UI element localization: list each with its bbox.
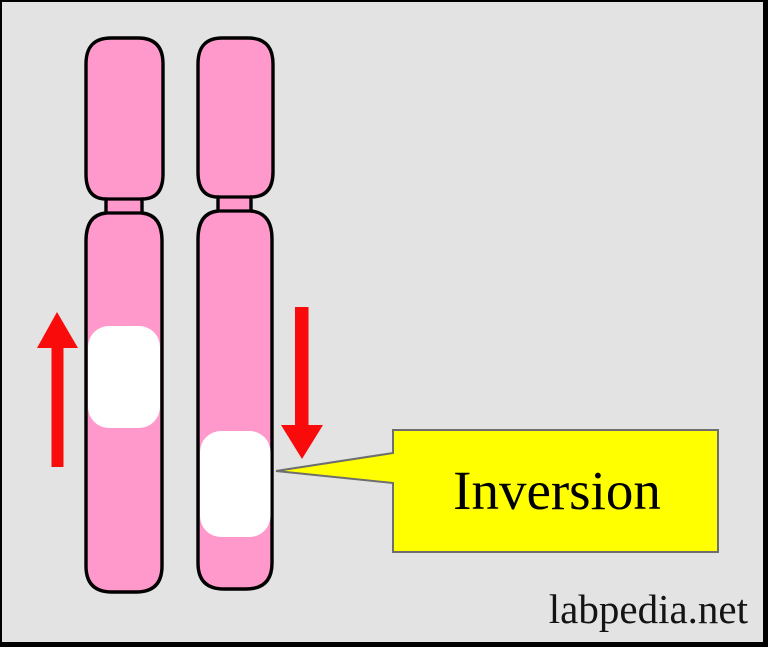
- inversion-callout: Inversion: [275, 429, 719, 553]
- right-chromosome: [196, 36, 275, 591]
- frame-border-right: [763, 0, 768, 647]
- frame-border-bottom: [0, 642, 768, 647]
- frame-border-top: [0, 0, 768, 2]
- watermark-label: labpedia.net: [549, 586, 749, 632]
- up-arrow-icon: [37, 312, 78, 467]
- left-chromosome-band: [88, 326, 160, 428]
- callout-label: Inversion: [453, 460, 661, 521]
- down-arrow-icon: [281, 307, 323, 459]
- left-chromosome-body: [84, 36, 165, 594]
- right-chromosome-band: [200, 431, 271, 537]
- frame-border-left: [0, 0, 2, 647]
- left-chromosome: [84, 36, 165, 594]
- callout-bubble: [275, 429, 719, 553]
